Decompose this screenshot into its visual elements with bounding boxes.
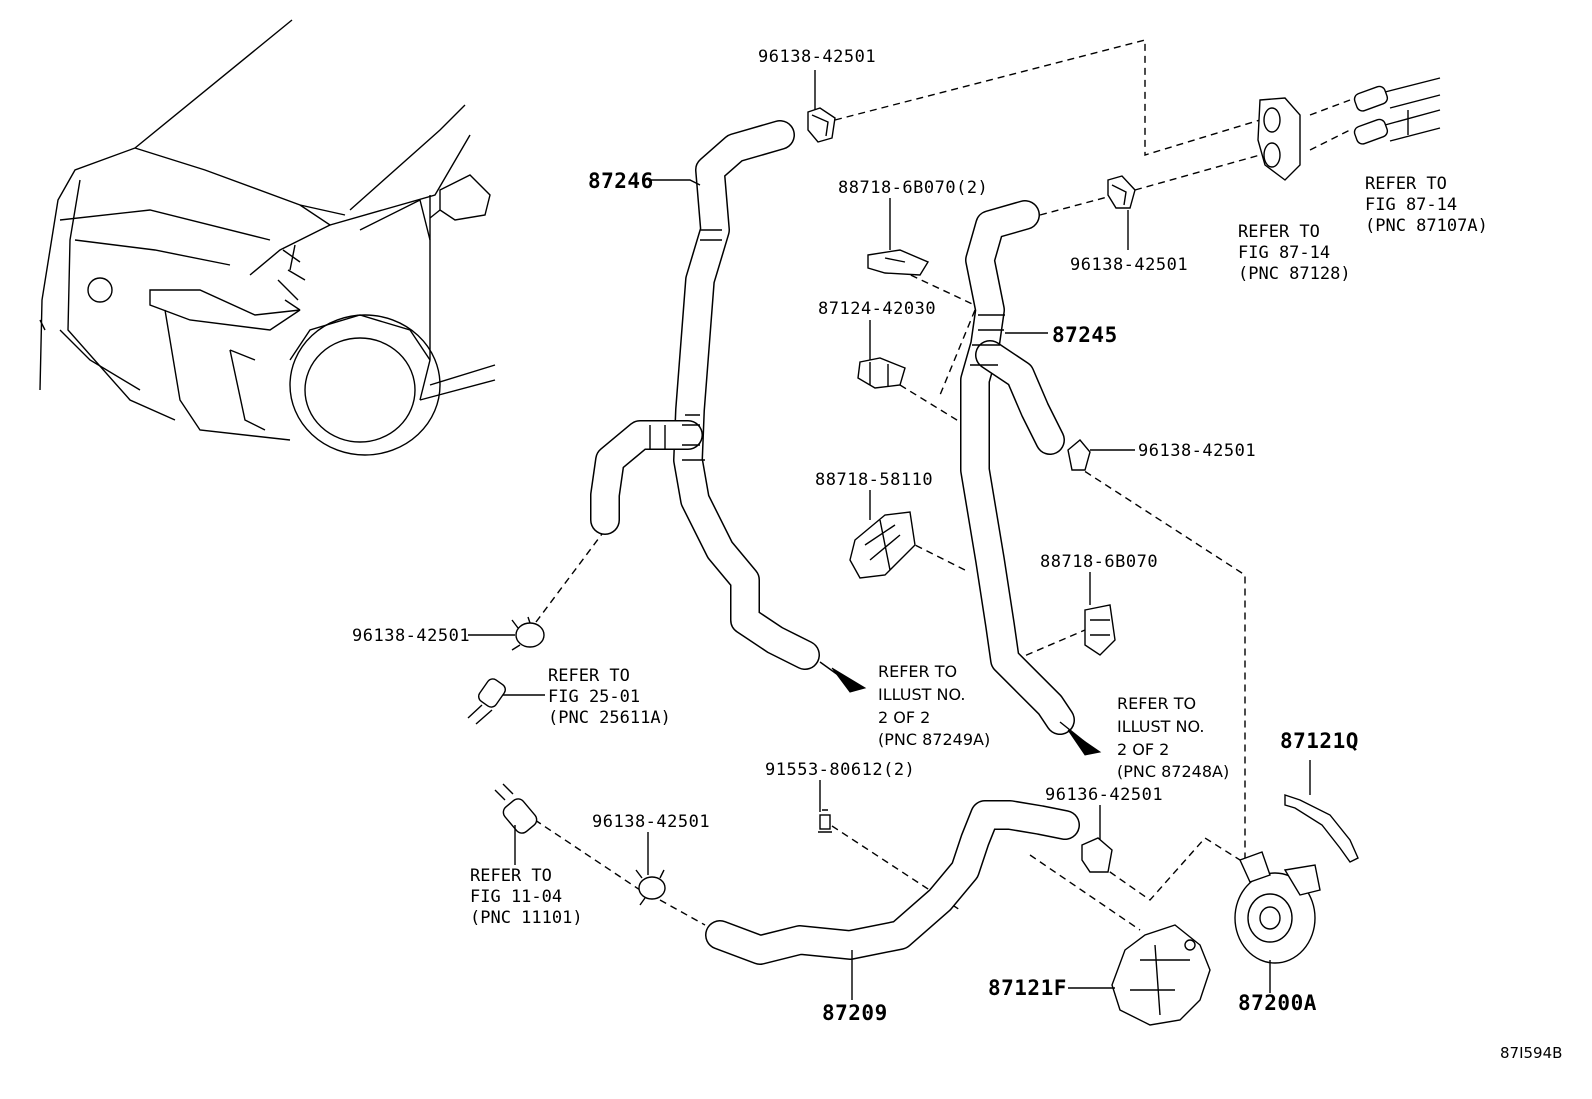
ref-87248a-line4: (PNC 87248A): [1117, 762, 1229, 781]
bracket-87121q-icon: [1284, 794, 1359, 863]
clamp-right-top-icon: [1107, 175, 1136, 209]
ref-87249a-line2: ILLUST NO.: [878, 685, 965, 704]
clip-87124-icon: [857, 357, 906, 389]
ref-87249a-line1: REFER TO: [878, 662, 957, 681]
part-labels: 87246 87245 87209 87121Q 87121F 87200A 9…: [352, 47, 1562, 1062]
label-clamp-left: 96138-42501: [352, 626, 470, 646]
label-clip-88718-6b070-2: 88718-6B070(2): [838, 178, 988, 198]
clamp-top-icon: [807, 107, 836, 143]
hose-87245: [960, 200, 1075, 735]
label-clamp-top: 96138-42501: [758, 47, 876, 67]
ref-25611a-line3: (PNC 25611A): [548, 708, 671, 728]
fitting-2501-icon: [467, 678, 506, 725]
ref-87248a-line2: ILLUST NO.: [1117, 717, 1204, 736]
fitting-1104-icon: [494, 783, 538, 834]
clamp-bottom-icon: [635, 869, 666, 906]
bolt-91553-icon: [818, 809, 832, 833]
ref-87107a-line2: FIG 87-14: [1365, 195, 1457, 215]
clip-88718-6b070-2-icon: [867, 249, 930, 276]
clamp-96136-icon: [1081, 837, 1113, 873]
fitting-lower-icon: [1353, 109, 1441, 145]
vehicle-front-illustration: [39, 19, 496, 456]
fitting-upper-icon: [1353, 77, 1441, 112]
label-87200a: 87200A: [1238, 991, 1317, 1015]
dashed-leader-lines: [529, 39, 1351, 931]
ref-25611a-line2: FIG 25-01: [548, 687, 640, 707]
ref-87248a-line1: REFER TO: [1117, 694, 1196, 713]
ref-87249a-line3: 2 OF 2: [878, 708, 930, 727]
label-clamp-96136: 96136-42501: [1045, 785, 1163, 805]
label-clamp-bottom: 96138-42501: [592, 812, 710, 832]
label-87121f: 87121F: [988, 976, 1067, 1000]
label-87209: 87209: [822, 1001, 888, 1025]
hose-87246: [590, 120, 820, 670]
bracket-87121f-icon: [1111, 924, 1211, 1026]
label-leaders: [468, 70, 1409, 1000]
label-clip-88718-58110: 88718-58110: [815, 470, 933, 490]
clamps: [467, 77, 1441, 1026]
ref-87107a-line3: (PNC 87107A): [1365, 216, 1488, 236]
label-87246: 87246: [588, 169, 654, 193]
label-bolt-91553: 91553-80612(2): [765, 760, 915, 780]
direction-arrows: [819, 661, 1102, 756]
clamp-mid-right-icon: [1067, 439, 1091, 471]
label-clip-88718-6b070: 88718-6B070: [1040, 552, 1158, 572]
grommet-icon: [1257, 97, 1301, 181]
ref-11101-line1: REFER TO: [470, 866, 552, 886]
ref-87128-line2: FIG 87-14: [1238, 243, 1330, 263]
ref-87128-line1: REFER TO: [1238, 222, 1320, 242]
label-clamp-right-top: 96138-42501: [1070, 255, 1188, 275]
ref-11101-line2: FIG 11-04: [470, 887, 562, 907]
label-87121q: 87121Q: [1280, 729, 1359, 753]
ref-87107a-line1: REFER TO: [1365, 174, 1447, 194]
label-clamp-mid-right: 96138-42501: [1138, 441, 1256, 461]
ref-87249a-line4: (PNC 87249A): [878, 730, 990, 749]
hose-87209: [705, 800, 1080, 965]
ref-25611a-line1: REFER TO: [548, 666, 630, 686]
water-pump-87200a-icon: [1234, 851, 1321, 964]
clip-88718-6b070-icon: [1084, 604, 1116, 656]
ref-87248a-line3: 2 OF 2: [1117, 740, 1169, 759]
ref-87128-line3: (PNC 87128): [1238, 264, 1351, 284]
diagram-id: 87I594B: [1500, 1044, 1562, 1062]
label-clip-87124: 87124-42030: [818, 299, 936, 319]
label-87245: 87245: [1052, 323, 1118, 347]
clip-88718-58110-icon: [849, 511, 916, 579]
ref-11101-line3: (PNC 11101): [470, 908, 583, 928]
clamp-left-icon: [511, 616, 545, 651]
